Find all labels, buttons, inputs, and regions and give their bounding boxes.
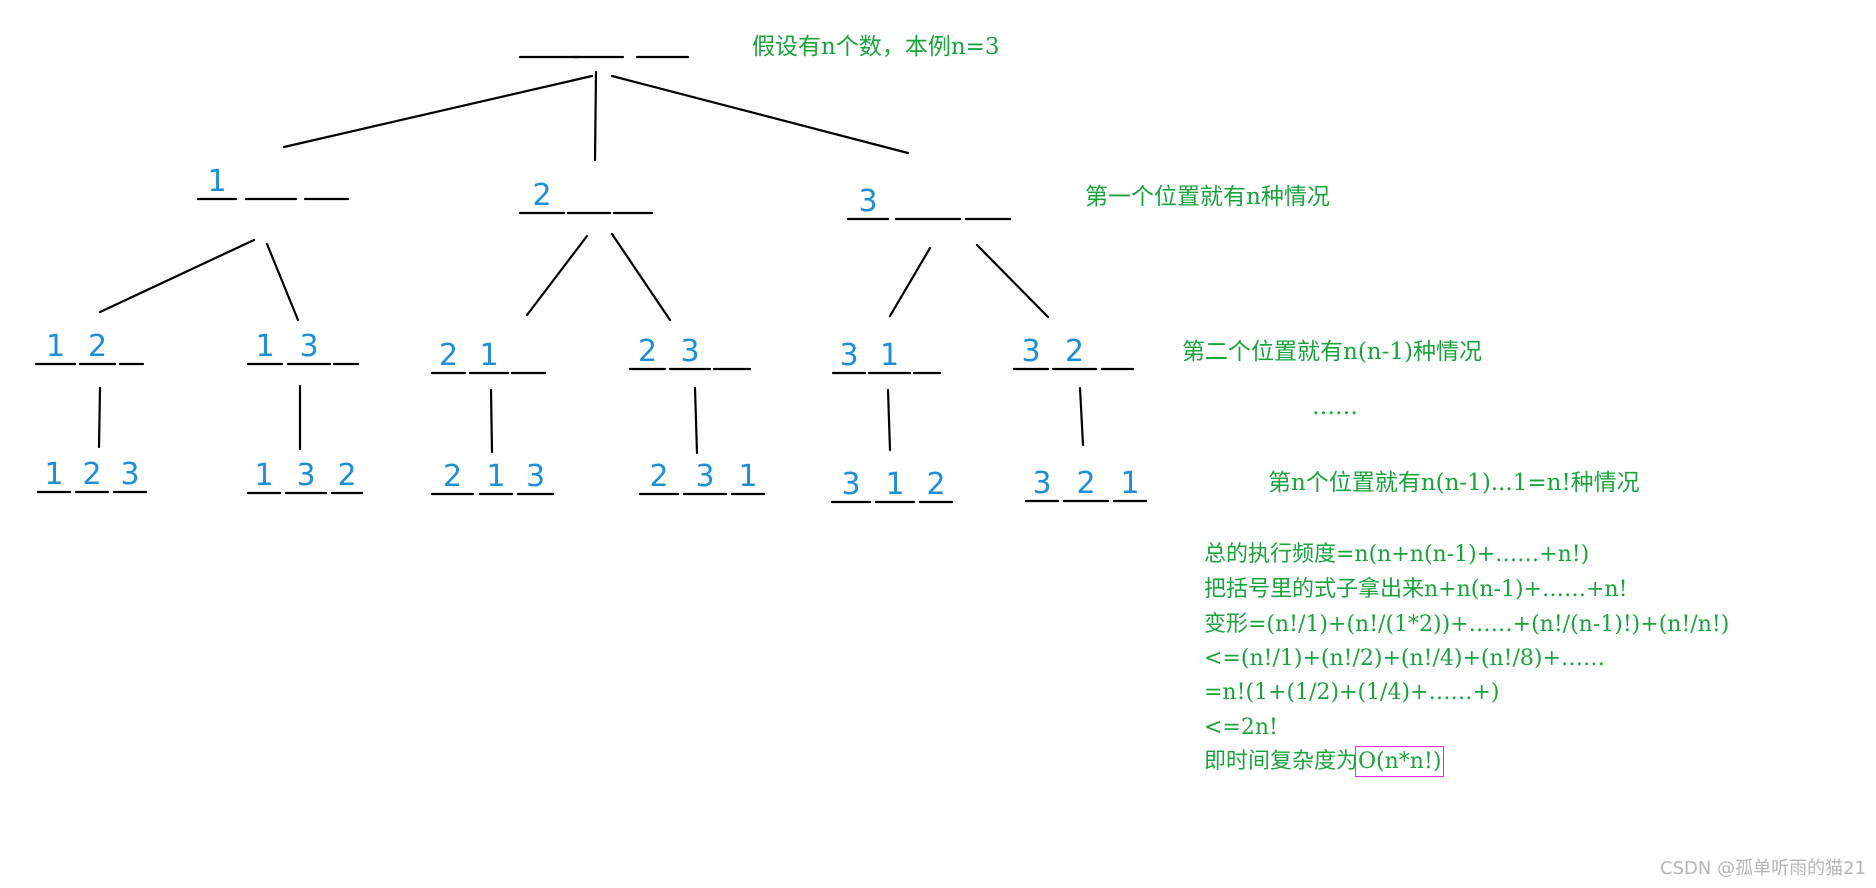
formula-upper-bound: <=(n!/1)+(n!/2)+(n!/4)+(n!/8)+…… — [1204, 646, 1605, 671]
slot-digit: 3 — [526, 459, 545, 494]
tree-edge — [265, 242, 300, 322]
csdn-watermark: CSDN @孤单听雨的猫21 — [1660, 858, 1866, 879]
slot-digit: 3 — [695, 459, 714, 494]
slot-digit: 2 — [1076, 466, 1095, 501]
slot-digit: 2 — [439, 338, 458, 373]
slot-digit: 2 — [649, 459, 668, 494]
tree-edge — [282, 74, 594, 149]
slot-digit: 2 — [638, 334, 657, 369]
tree-edge — [886, 388, 892, 452]
slot-digit: 2 — [88, 329, 107, 364]
slot-digit: 2 — [443, 459, 462, 494]
tree-edge — [593, 70, 598, 162]
slot-digit: 1 — [880, 338, 899, 373]
note-second-position: 第二个位置就有n(n-1)种情况 — [1182, 339, 1482, 365]
slot-digit: 3 — [1032, 466, 1051, 501]
tree-edge — [1078, 386, 1085, 447]
note-nth-position: 第n个位置就有n(n-1)...1=n!种情况 — [1268, 470, 1640, 496]
slot-digit: 2 — [1065, 334, 1084, 369]
slot-digit: 3 — [120, 457, 139, 492]
slot-digit: 1 — [738, 459, 757, 494]
slot-digit: 3 — [858, 184, 877, 219]
formula-time-complexity: 即时间复杂度为O(n*n!) — [1204, 746, 1445, 777]
note-first-position: 第一个位置就有n种情况 — [1085, 184, 1330, 210]
note-ellipsis: …… — [1312, 394, 1358, 420]
slot-digit: 2 — [337, 458, 356, 493]
formula-complexity-prefix: 即时间复杂度为 — [1204, 749, 1359, 774]
tree-edge — [975, 243, 1050, 319]
slot-digit: 1 — [486, 459, 505, 494]
tree-edge — [98, 238, 256, 314]
formula-factor-out: =n!(1+(1/2)+(1/4)+……+) — [1204, 680, 1500, 705]
slot-digit: 1 — [885, 467, 904, 502]
slot-digit: 3 — [299, 329, 318, 364]
slot-digit: 1 — [1120, 466, 1139, 501]
slot-digit: 3 — [680, 334, 699, 369]
slot-digit: 1 — [255, 329, 274, 364]
slot-digit: 1 — [46, 329, 65, 364]
slot-digit: 2 — [926, 467, 945, 502]
tree-edges — [97, 70, 1085, 455]
level1-node: 2 — [518, 178, 654, 215]
level1-node: 3 — [846, 184, 1012, 221]
formula-transform: 变形=(n!/1)+(n!/(1*2))+……+(n!/(n-1)!)+(n!/… — [1204, 612, 1730, 637]
formula-extract-bracket: 把括号里的式子拿出来n+n(n-1)+……+n! — [1204, 577, 1628, 602]
tree-edge — [610, 74, 910, 155]
slot-digit: 2 — [532, 178, 551, 213]
tree-edge — [489, 388, 494, 454]
slot-digit: 3 — [841, 467, 860, 502]
slot-digit: 3 — [1021, 334, 1040, 369]
level1-node: 1 — [196, 164, 350, 201]
formula-two-n-factorial: <=2n! — [1204, 715, 1278, 740]
slot-digit: 3 — [296, 458, 315, 493]
complexity-result-box: O(n*n!) — [1355, 746, 1445, 777]
slot-digit: 1 — [207, 164, 226, 199]
slot-digit: 2 — [82, 457, 101, 492]
slot-digit: 3 — [839, 338, 858, 373]
slot-digit: 1 — [254, 458, 273, 493]
tree-edge — [525, 234, 589, 317]
tree-edge — [888, 246, 932, 318]
tree-edge — [610, 232, 672, 322]
note-n-numbers: 假设有n个数，本例n=3 — [752, 34, 1000, 60]
slot-digit: 1 — [479, 338, 498, 373]
formula-total-frequency: 总的执行频度=n(n+n(n-1)+……+n!) — [1204, 542, 1590, 567]
tree-edge — [693, 386, 699, 455]
slot-digit: 1 — [44, 457, 63, 492]
tree-edge — [97, 386, 102, 449]
